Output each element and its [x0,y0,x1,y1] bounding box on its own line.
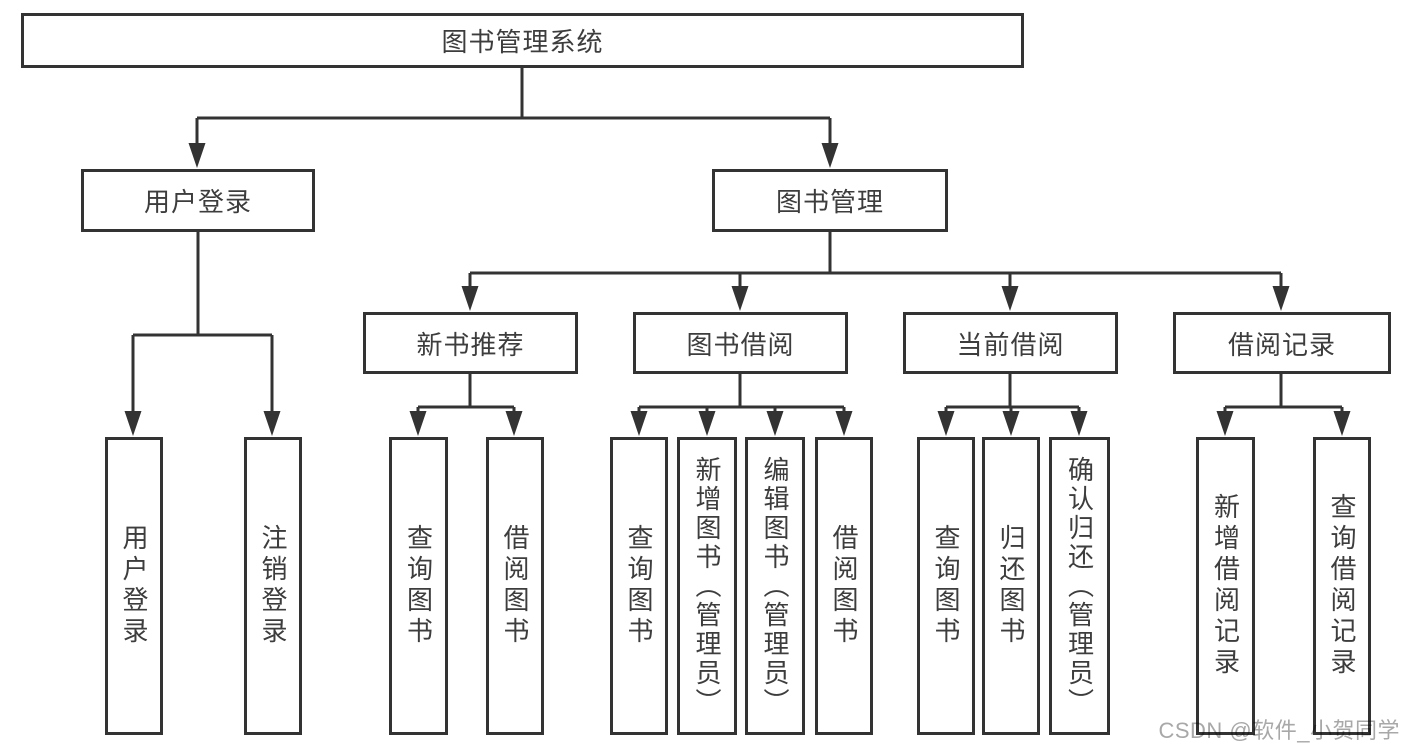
leaf-logout: 注销登录 [244,437,302,735]
leaf-confirm-return-admin: 确认归还（管理员） [1049,437,1110,735]
leaf-label: 查询借阅记录 [1327,493,1357,679]
leaf-label: 注销登录 [258,524,288,648]
leaf-label: 编辑图书（管理员） [760,455,790,717]
node-label: 新书推荐 [416,329,525,360]
leaf-label: 查询图书 [931,524,961,648]
leaf-label: 确认归还（管理员） [1064,455,1095,717]
node-new-book-recommend: 新书推荐 [363,312,578,374]
leaf-current-query-books: 查询图书 [917,437,975,735]
leaf-label: 查询图书 [624,524,654,648]
leaf-query-borrow-record: 查询借阅记录 [1313,437,1371,735]
node-label: 借阅记录 [1227,329,1336,360]
leaf-label: 借阅图书 [829,524,859,648]
node-borrowing-records: 借阅记录 [1173,312,1391,374]
leaf-borrowing-query-books: 查询图书 [610,437,668,735]
leaf-return-books: 归还图书 [982,437,1040,735]
node-user-login: 用户登录 [81,169,315,232]
leaf-label: 新增图书（管理员） [692,455,722,717]
leaf-label: 归还图书 [996,524,1026,648]
leaf-label: 查询图书 [403,524,434,648]
leaf-recommend-query-books: 查询图书 [389,437,448,735]
node-label: 图书管理系统 [441,27,604,57]
node-label: 图书管理 [775,187,884,217]
leaf-edit-books-admin: 编辑图书（管理员） [745,437,805,735]
leaf-borrowing-borrow-books: 借阅图书 [815,437,873,735]
leaf-add-books-admin: 新增图书（管理员） [677,437,737,735]
leaf-user-login: 用户登录 [105,437,163,735]
arrowheads [124,143,1351,436]
leaf-label: 借阅图书 [500,524,530,648]
node-book-borrowing: 图书借阅 [633,312,848,374]
csdn-watermark: CSDN @软件_小贺同学 [1158,718,1400,743]
leaf-label: 新增借阅记录 [1210,493,1241,679]
node-label: 图书借阅 [686,329,795,360]
leaf-label: 用户登录 [119,524,149,648]
node-label: 用户登录 [143,187,252,217]
node-current-borrowing: 当前借阅 [903,312,1118,374]
leaf-add-borrow-record: 新增借阅记录 [1196,437,1255,735]
leaf-recommend-borrow-books: 借阅图书 [486,437,544,735]
node-library-management-system: 图书管理系统 [21,13,1024,68]
node-book-management: 图书管理 [712,169,948,232]
node-label: 当前借阅 [956,329,1065,360]
